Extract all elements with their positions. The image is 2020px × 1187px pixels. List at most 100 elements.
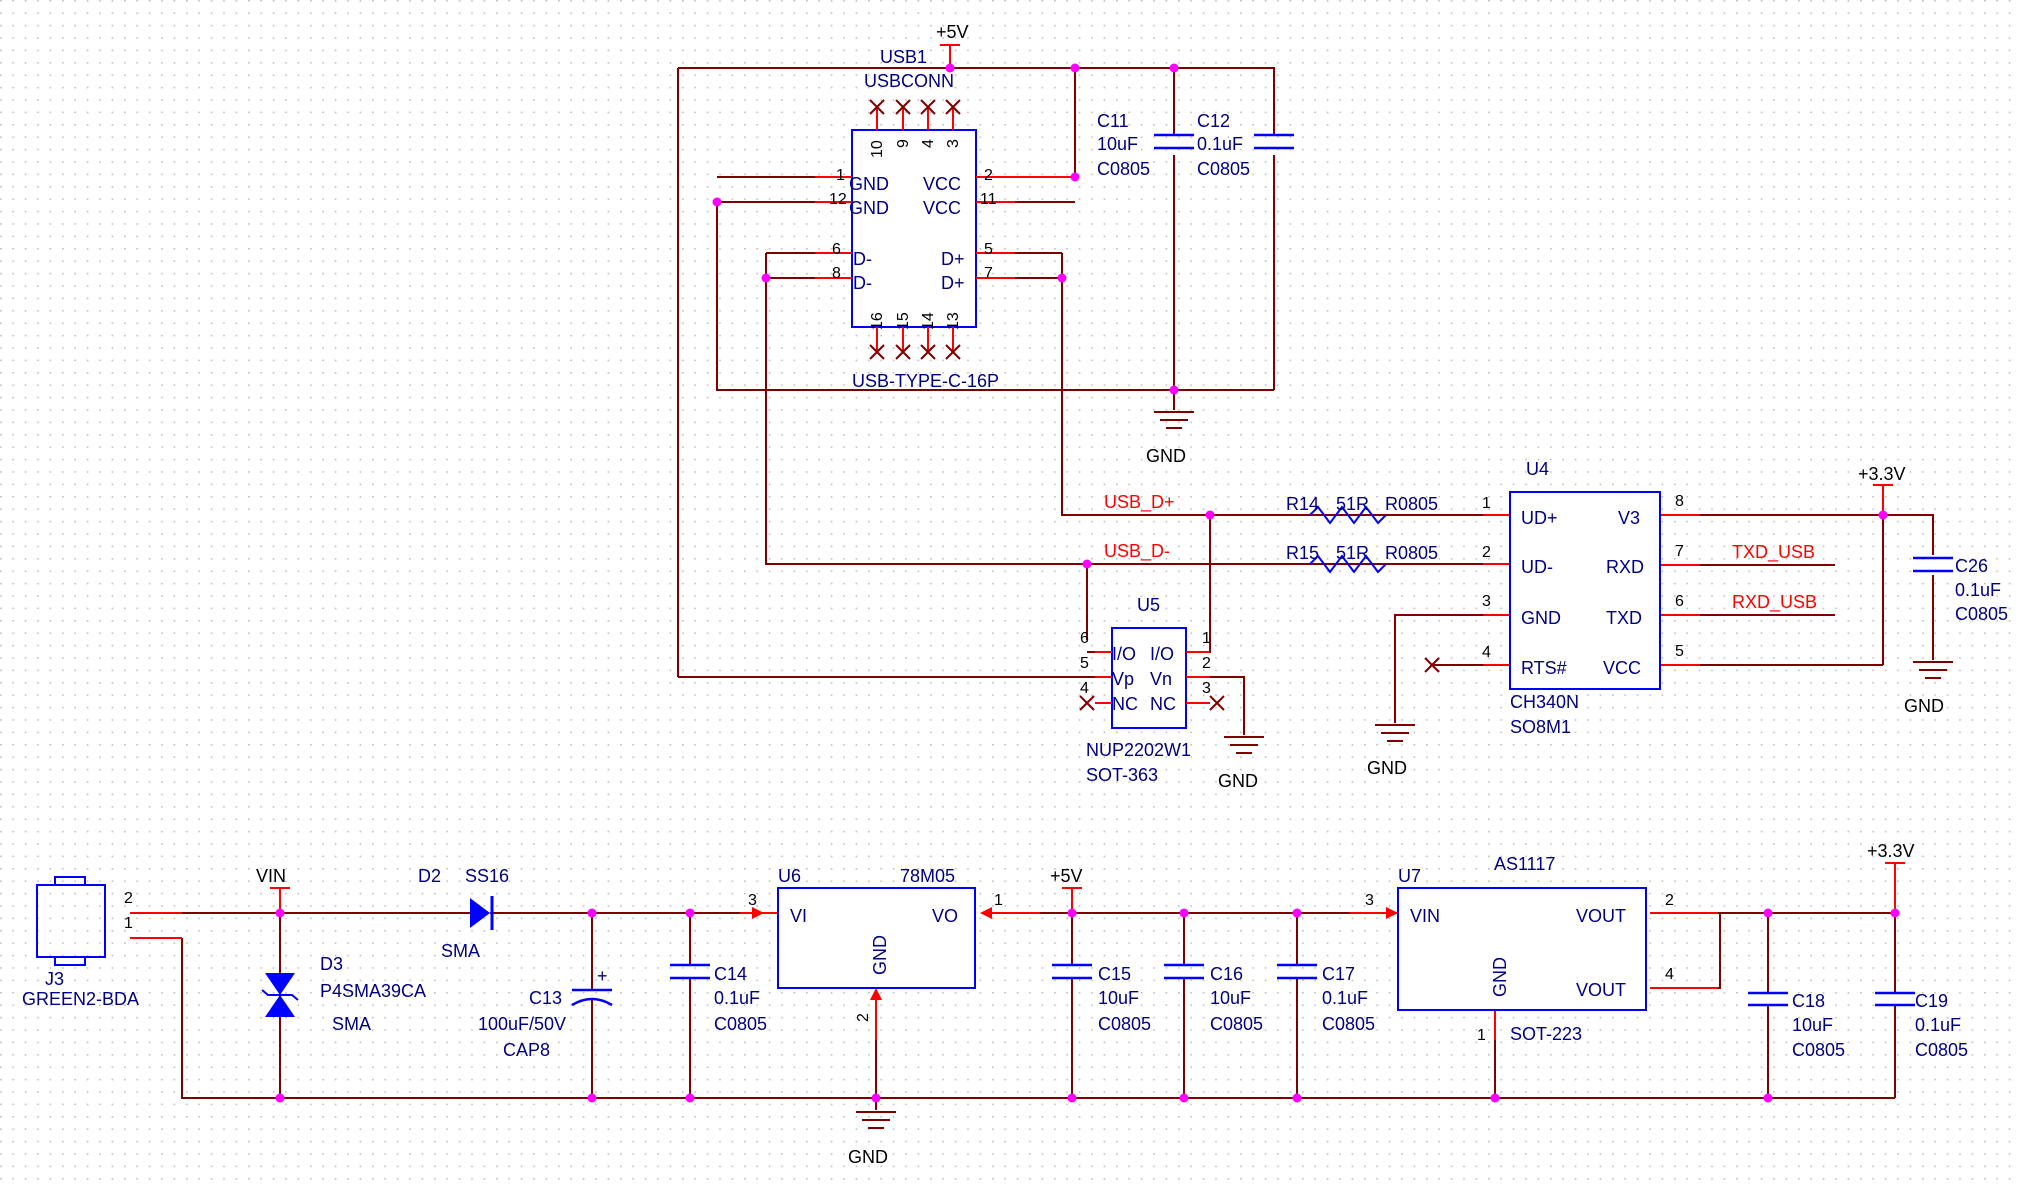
c14-ref: C14 bbox=[714, 964, 747, 984]
capacitor-c18[interactable]: C18 10uF C0805 bbox=[1748, 991, 1845, 1060]
gnd-symbol-u4[interactable]: GND bbox=[1367, 724, 1415, 778]
gnd-symbol-bottom[interactable]: GND bbox=[848, 1111, 896, 1167]
u4-pin-name: TXD bbox=[1606, 608, 1642, 628]
ic-u5-nup2202[interactable]: U5 NUP2202W1 SOT-363 6 5 4 I/O Vp NC 1 2… bbox=[1080, 595, 1211, 785]
c17-ref: C17 bbox=[1322, 964, 1355, 984]
c14-footprint: C0805 bbox=[714, 1014, 767, 1034]
usb1-footprint: USB-TYPE-C-16P bbox=[852, 371, 999, 391]
capacitor-c19[interactable]: C19 0.1uF C0805 bbox=[1875, 991, 1968, 1060]
c17-footprint: C0805 bbox=[1322, 1014, 1375, 1034]
usb1-pin-num: 15 bbox=[895, 312, 912, 330]
u7-value: AS1117 bbox=[1494, 854, 1555, 874]
port-arrows bbox=[752, 907, 1398, 1000]
resistor-r14[interactable]: R14 51R R0805 bbox=[1286, 494, 1438, 525]
r14-ref: R14 bbox=[1286, 494, 1319, 514]
u7-ref: U7 bbox=[1398, 866, 1421, 886]
u7-pin-num: 1 bbox=[1477, 1027, 1486, 1044]
r15-footprint: R0805 bbox=[1385, 543, 1438, 563]
gnd-label: GND bbox=[1146, 446, 1186, 466]
u4-pin-num: 7 bbox=[1675, 543, 1684, 560]
c16-footprint: C0805 bbox=[1210, 1014, 1263, 1034]
capacitor-c17[interactable]: C17 0.1uF C0805 bbox=[1277, 963, 1375, 1034]
c16-ref: C16 bbox=[1210, 964, 1243, 984]
j3-ref: J3 bbox=[45, 969, 64, 989]
usb1-pin-num: 13 bbox=[945, 312, 962, 330]
usb1-pin-num: 10 bbox=[869, 140, 886, 158]
usb1-pin-name: GND bbox=[849, 174, 889, 194]
usb1-body bbox=[851, 129, 977, 328]
power-port-5v-top[interactable]: +5V bbox=[936, 22, 969, 68]
capacitor-c12[interactable]: C12 0.1uF C0805 bbox=[1197, 111, 1294, 179]
capacitor-c14[interactable]: C14 0.1uF C0805 bbox=[670, 963, 767, 1034]
r15-value: 51R bbox=[1336, 543, 1369, 563]
d2-value: SS16 bbox=[465, 866, 509, 886]
diode-d2[interactable]: D2 SS16 SMA bbox=[418, 866, 509, 961]
usb1-connector[interactable]: USB1 USBCONN USB-TYPE-C-16P 1 12 6 8 GND… bbox=[815, 47, 1075, 391]
c15-ref: C15 bbox=[1098, 964, 1131, 984]
capacitor-c16[interactable]: C16 10uF C0805 bbox=[1164, 963, 1263, 1034]
usb1-pin-num: 5 bbox=[984, 241, 993, 258]
capacitor-c26[interactable]: C26 0.1uF C0805 bbox=[1913, 556, 2008, 624]
d3-value: P4SMA39CA bbox=[320, 981, 426, 1001]
u7-vout-label: VOUT bbox=[1576, 906, 1626, 926]
c11-value: 10uF bbox=[1097, 134, 1138, 154]
ic-u4-ch340n[interactable]: U4 CH340N SO8M1 1 2 3 4 UD+ UD- GND RTS#… bbox=[1482, 459, 1684, 737]
c13-footprint: CAP8 bbox=[503, 1040, 550, 1060]
gnd-symbol-u5[interactable]: GND bbox=[1218, 736, 1264, 791]
u4-pin-num: 4 bbox=[1482, 644, 1491, 661]
usb1-pin-name: D+ bbox=[941, 273, 965, 293]
c11-footprint: C0805 bbox=[1097, 159, 1150, 179]
regulator-u7[interactable]: U7 AS1117 SOT-223 VIN VOUT VOUT GND 3 2 … bbox=[1365, 854, 1674, 1044]
u4-pin-name: UD- bbox=[1521, 557, 1553, 577]
c15-value: 10uF bbox=[1098, 988, 1139, 1008]
u7-pin-num: 4 bbox=[1665, 966, 1674, 983]
gnd-label: GND bbox=[1367, 758, 1407, 778]
usb1-pin-num: 3 bbox=[945, 139, 962, 148]
resistor-r15[interactable]: R15 51R R0805 bbox=[1286, 543, 1438, 574]
u6-body bbox=[777, 887, 976, 989]
u6-vi-label: VI bbox=[790, 906, 807, 926]
capacitor-c13[interactable]: + C13 100uF/50V CAP8 bbox=[478, 966, 613, 1060]
u5-pin-num: 5 bbox=[1080, 655, 1089, 672]
c19-value: 0.1uF bbox=[1915, 1015, 1961, 1035]
r14-value: 51R bbox=[1336, 494, 1369, 514]
connector-j3[interactable]: 2 1 J3 GREEN2-BDA bbox=[22, 876, 139, 1009]
u4-pin-num: 1 bbox=[1482, 495, 1491, 512]
u4-ref: U4 bbox=[1526, 459, 1549, 479]
u7-gnd-label: GND bbox=[1490, 957, 1510, 997]
u4-pin-num: 5 bbox=[1675, 643, 1684, 660]
c12-value: 0.1uF bbox=[1197, 134, 1243, 154]
capacitor-c15[interactable]: C15 10uF C0805 bbox=[1052, 963, 1151, 1034]
u4-value: CH340N bbox=[1510, 692, 1579, 712]
d3-ref: D3 bbox=[320, 954, 343, 974]
usb1-pin-num: 2 bbox=[984, 167, 993, 184]
j3-pin-num: 1 bbox=[124, 915, 133, 932]
usb1-pin-num: 6 bbox=[832, 241, 841, 258]
net-label-rxd-usb: RXD_USB bbox=[1732, 592, 1817, 613]
power-port-3v3-bottom[interactable]: +3.3V bbox=[1867, 841, 1915, 913]
u5-pin-num: 3 bbox=[1202, 680, 1211, 697]
tvs-diode-d3[interactable]: D3 P4SMA39CA SMA bbox=[261, 954, 426, 1034]
u5-pin-name: I/O bbox=[1112, 644, 1136, 664]
gnd-symbol-usb[interactable]: GND bbox=[1146, 411, 1194, 466]
usb1-pin-num: 8 bbox=[832, 265, 841, 282]
u4-pin-name: RTS# bbox=[1521, 658, 1567, 678]
d2-ref: D2 bbox=[418, 866, 441, 886]
regulator-u6[interactable]: U6 78M05 VI VO GND 3 1 2 bbox=[748, 866, 1003, 1022]
capacitor-c11[interactable]: C11 10uF C0805 bbox=[1097, 111, 1194, 179]
u5-pin-num: 1 bbox=[1202, 630, 1211, 647]
c12-ref: C12 bbox=[1197, 111, 1230, 131]
power-port-3v3-top[interactable]: +3.3V bbox=[1858, 464, 1906, 515]
gnd-symbol-c26[interactable]: GND bbox=[1904, 661, 1953, 716]
u6-value: 78M05 bbox=[900, 866, 955, 886]
u7-pin-num: 2 bbox=[1665, 892, 1674, 909]
c15-footprint: C0805 bbox=[1098, 1014, 1151, 1034]
u5-pin-name: Vn bbox=[1150, 669, 1172, 689]
u4-pin-num: 6 bbox=[1675, 593, 1684, 610]
junction-dots bbox=[275, 63, 1900, 1103]
usb1-pin-name: D+ bbox=[941, 249, 965, 269]
u6-pin-num: 1 bbox=[994, 892, 1003, 909]
u4-pin-num: 3 bbox=[1482, 593, 1491, 610]
